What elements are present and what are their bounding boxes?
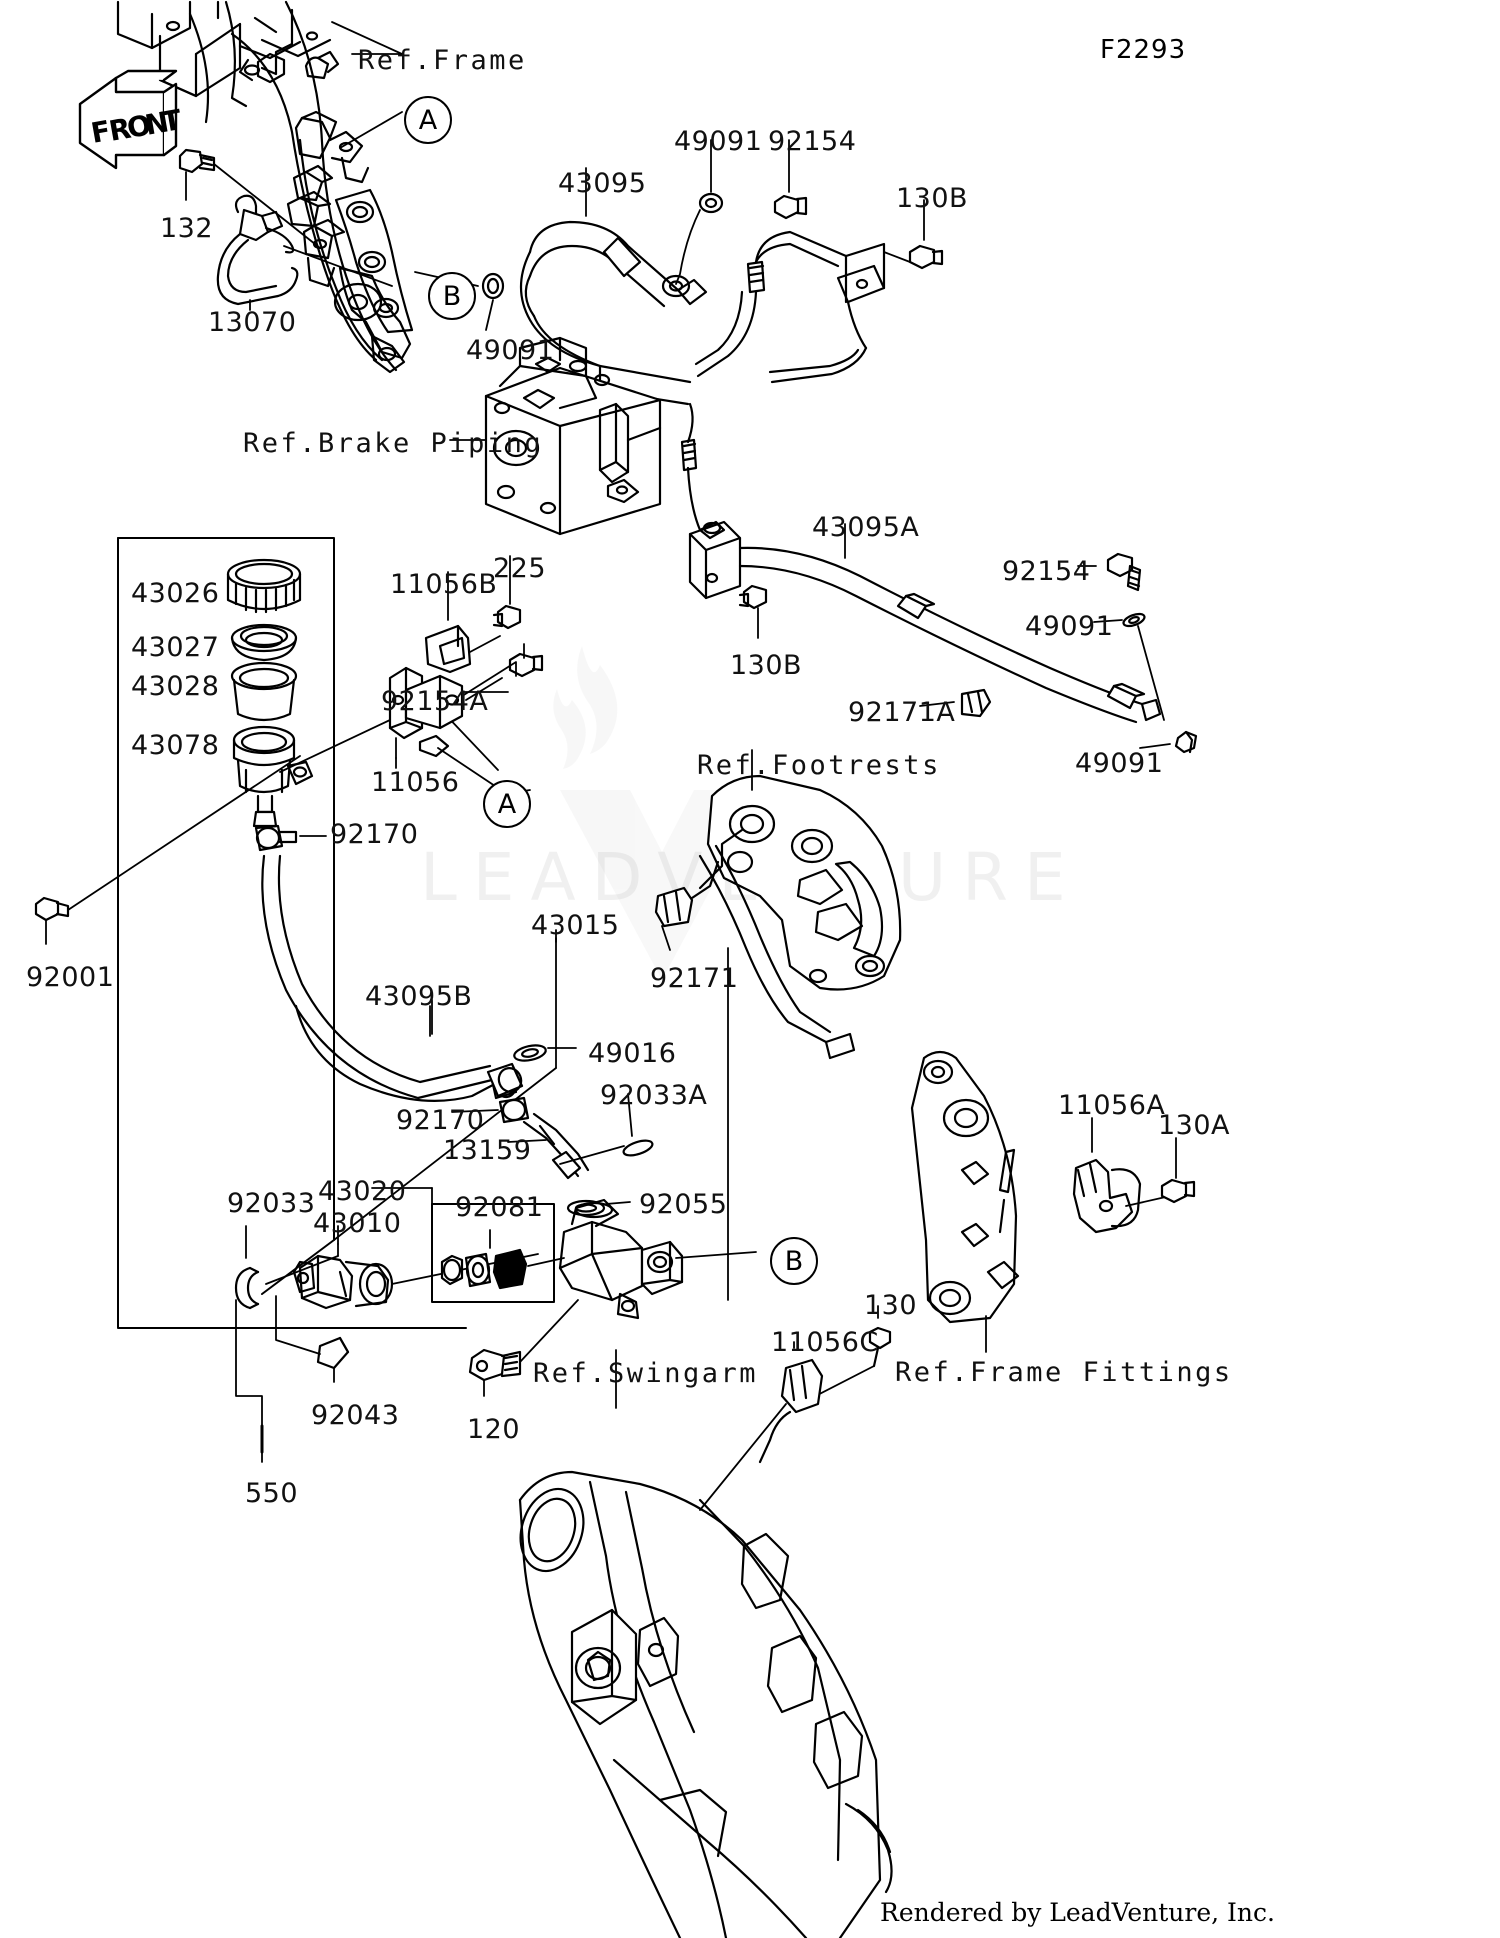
- part-label-92043[interactable]: 92043: [311, 1400, 400, 1431]
- part-label-132[interactable]: 132: [160, 213, 214, 244]
- part-label-550[interactable]: 550: [245, 1478, 299, 1509]
- part-label-130a[interactable]: 130A: [1158, 1110, 1231, 1141]
- part-label-49016[interactable]: 49016: [588, 1038, 677, 1069]
- callout-b-top[interactable]: B: [428, 272, 476, 320]
- ref-frame-label[interactable]: Ref.Frame: [358, 45, 527, 76]
- part-label-130b[interactable]: 130B: [896, 183, 969, 214]
- part-label-43026[interactable]: 43026: [131, 578, 220, 609]
- part-label-92170[interactable]: 92170: [330, 819, 419, 850]
- callout-b-bottom[interactable]: B: [770, 1237, 818, 1285]
- part-label-225[interactable]: 225: [493, 553, 547, 584]
- part-label-92001[interactable]: 92001: [26, 962, 115, 993]
- part-label-43015[interactable]: 43015: [531, 910, 620, 941]
- svg-text:O: O: [124, 108, 153, 145]
- part-label-49091[interactable]: 49091: [1025, 611, 1114, 642]
- part-label-92033[interactable]: 92033: [227, 1188, 316, 1219]
- part-label-92033a[interactable]: 92033A: [600, 1080, 708, 1111]
- part-label-11056a[interactable]: 11056A: [1058, 1090, 1166, 1121]
- part-label-11056[interactable]: 11056: [371, 767, 460, 798]
- svg-text:N: N: [142, 105, 171, 142]
- part-label-11056c[interactable]: 11056C: [771, 1327, 879, 1358]
- ref-frame-fittings-label[interactable]: Ref.Frame Fittings: [895, 1357, 1233, 1388]
- part-label-13070[interactable]: 13070: [208, 307, 297, 338]
- part-label-43095b[interactable]: 43095B: [365, 981, 473, 1012]
- part-label-92154a[interactable]: 92154A: [381, 686, 489, 717]
- part-label-11056b[interactable]: 11056B: [390, 569, 498, 600]
- part-label-49091[interactable]: 49091: [674, 126, 763, 157]
- ref-swingarm-label[interactable]: Ref.Swingarm: [533, 1358, 759, 1389]
- part-label-43095a[interactable]: 43095A: [812, 512, 920, 543]
- part-label-49091[interactable]: 49091: [1075, 748, 1164, 779]
- ref-footrests-label[interactable]: Ref.Footrests: [697, 750, 941, 781]
- part-label-130b[interactable]: 130B: [730, 650, 803, 681]
- part-label-92170[interactable]: 92170: [396, 1105, 485, 1136]
- diagram-code: F2293: [1100, 35, 1187, 65]
- part-label-92081[interactable]: 92081: [455, 1192, 544, 1223]
- render-credit-footer: Rendered by LeadVenture, Inc.: [880, 1898, 1275, 1927]
- part-label-120[interactable]: 120: [467, 1414, 521, 1445]
- part-label-13159[interactable]: 13159: [443, 1135, 532, 1166]
- part-label-43028[interactable]: 43028: [131, 671, 220, 702]
- part-label-130[interactable]: 130: [864, 1290, 918, 1321]
- part-label-92171[interactable]: 92171: [650, 963, 739, 994]
- part-label-49091[interactable]: 49091: [466, 335, 555, 366]
- part-label-43095[interactable]: 43095: [558, 168, 647, 199]
- part-label-92055[interactable]: 92055: [639, 1189, 728, 1220]
- part-label-43078[interactable]: 43078: [131, 730, 220, 761]
- part-label-92171a[interactable]: 92171A: [848, 697, 956, 728]
- part-label-43010[interactable]: 43010: [313, 1208, 402, 1239]
- callout-a-mid[interactable]: A: [483, 780, 531, 828]
- part-label-43020[interactable]: 43020: [318, 1176, 407, 1207]
- part-label-92154[interactable]: 92154: [768, 126, 857, 157]
- callout-a-top[interactable]: A: [404, 96, 452, 144]
- ref-brake-piping-label[interactable]: Ref.Brake Piping: [243, 428, 544, 459]
- part-label-92154[interactable]: 92154: [1002, 556, 1091, 587]
- part-label-43027[interactable]: 43027: [131, 632, 220, 663]
